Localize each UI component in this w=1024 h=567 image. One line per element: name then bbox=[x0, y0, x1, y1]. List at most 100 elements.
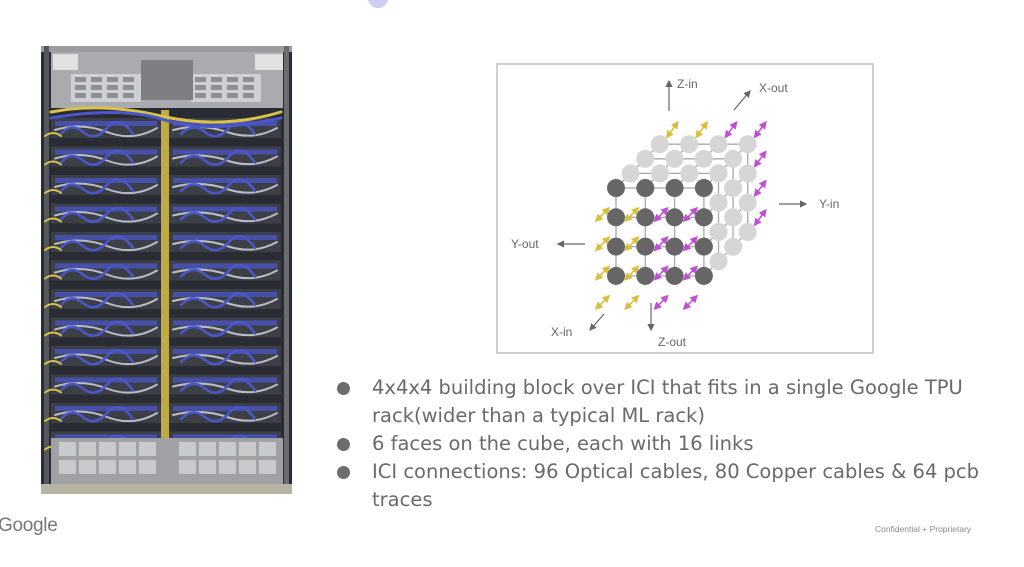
copper-connector bbox=[239, 460, 256, 474]
yellow-cable bbox=[44, 417, 62, 422]
port bbox=[91, 85, 102, 90]
tpu-node-back bbox=[709, 135, 728, 154]
bullet-item: 4x4x4 building block over ICI that fits … bbox=[336, 374, 1016, 430]
tpu-node-back bbox=[738, 164, 757, 183]
blue-port-strip bbox=[173, 292, 277, 297]
tpu-node-front bbox=[694, 237, 713, 256]
bullet-text: 6 faces on the cube, each with 16 links bbox=[372, 432, 754, 455]
port bbox=[195, 77, 206, 82]
copper-connector bbox=[79, 460, 96, 474]
tpu-node-front bbox=[636, 179, 655, 197]
blue-cable bbox=[59, 149, 135, 166]
link-arrow-icon bbox=[653, 272, 662, 281]
yellow-cable bbox=[44, 189, 62, 194]
tpu-node-back bbox=[650, 135, 669, 154]
x-in-arrow-icon bbox=[589, 313, 605, 331]
yellow-cable-bundle bbox=[161, 110, 169, 440]
link-arrow-icon bbox=[753, 129, 762, 139]
tpu-node-back bbox=[709, 223, 728, 241]
tpu-node-back bbox=[694, 149, 713, 168]
tpu-node-back bbox=[738, 223, 757, 242]
axis-x-in: X-in bbox=[551, 313, 605, 339]
link-arrow-icon bbox=[689, 294, 699, 304]
link-arrow-icon bbox=[601, 294, 611, 304]
port bbox=[91, 93, 102, 98]
blue-port-strip bbox=[55, 292, 157, 297]
yellow-cable bbox=[44, 303, 62, 308]
bullet-dot-icon bbox=[337, 382, 350, 395]
link-arrow-icon bbox=[660, 236, 669, 245]
yellow-cable bbox=[44, 388, 62, 394]
blue-port-strip bbox=[173, 263, 277, 269]
bullet-text: 4x4x4 building block over ICI that fits … bbox=[372, 376, 963, 427]
tpu-node-front bbox=[607, 237, 625, 256]
port bbox=[75, 93, 86, 98]
tpu-node-front bbox=[694, 208, 713, 227]
link-arrow-icon bbox=[660, 265, 669, 274]
link-arrow-icon bbox=[682, 242, 692, 252]
link-arrow-icon bbox=[753, 158, 762, 168]
tpu-node-back bbox=[621, 164, 640, 183]
port bbox=[123, 93, 134, 98]
x-out-label: X-out bbox=[759, 81, 788, 95]
blue-cable bbox=[179, 121, 257, 138]
copper-connector bbox=[59, 442, 76, 456]
port bbox=[195, 93, 206, 98]
axis-y-in: Y-in bbox=[779, 197, 839, 211]
copper-connector bbox=[179, 460, 196, 474]
x-out-arrow-icon bbox=[733, 90, 751, 111]
port bbox=[243, 77, 254, 82]
slide-title-faded bbox=[368, 0, 1024, 8]
copper-connector bbox=[199, 442, 216, 456]
link-arrow-icon bbox=[624, 242, 633, 252]
tpu-node-front bbox=[665, 208, 684, 227]
link-arrow-icon bbox=[724, 129, 733, 139]
link-arrow-icon bbox=[695, 129, 704, 139]
tpu-node-back bbox=[709, 193, 728, 212]
copper-connector bbox=[219, 460, 236, 474]
blue-port-strip bbox=[55, 320, 157, 326]
blue-cable bbox=[59, 121, 135, 138]
link-arrow-icon bbox=[753, 217, 762, 227]
blue-cable bbox=[179, 263, 257, 280]
copper-connector bbox=[139, 460, 156, 474]
link-arrow-icon bbox=[630, 265, 640, 274]
panel-label bbox=[255, 54, 283, 70]
port bbox=[227, 93, 238, 98]
tpu-node-back bbox=[724, 179, 743, 198]
bullet-list: 4x4x4 building block over ICI that fits … bbox=[336, 374, 1016, 514]
yellow-cable bbox=[44, 246, 62, 251]
link-arrow-icon bbox=[670, 120, 679, 131]
copper-connector bbox=[59, 460, 76, 474]
blue-cable bbox=[59, 377, 135, 394]
copper-connector bbox=[139, 442, 156, 456]
blue-cable bbox=[179, 235, 257, 252]
link-arrow-icon bbox=[630, 294, 640, 304]
x-in-label: X-in bbox=[551, 325, 572, 339]
blue-port-strip bbox=[55, 434, 157, 440]
port bbox=[107, 85, 118, 90]
blue-port-strip bbox=[173, 320, 277, 326]
link-arrow-icon bbox=[753, 187, 762, 198]
link-arrow-icon bbox=[653, 301, 662, 311]
blue-port-strip bbox=[55, 406, 157, 411]
blue-port-strip bbox=[173, 178, 277, 183]
blue-port-strip bbox=[55, 349, 157, 354]
rack-right-rail bbox=[284, 46, 289, 494]
link-arrow-icon bbox=[758, 120, 767, 131]
bullet-dot-icon bbox=[337, 466, 350, 479]
tpu-node-front bbox=[694, 266, 713, 285]
link-arrow-icon bbox=[682, 301, 692, 311]
port bbox=[195, 85, 206, 90]
tpu-node-front bbox=[694, 179, 713, 197]
tpu-node-front bbox=[665, 237, 684, 256]
tpu-node-back bbox=[738, 193, 757, 212]
link-arrow-icon bbox=[758, 150, 767, 160]
blue-port-strip bbox=[173, 406, 277, 411]
link-arrow-icon bbox=[594, 301, 604, 311]
link-arrow-icon bbox=[700, 120, 709, 131]
rack-left-rail bbox=[44, 46, 49, 494]
google-logo: Google bbox=[0, 515, 58, 536]
link-arrow-icon bbox=[758, 179, 767, 189]
blue-port-strip bbox=[55, 377, 157, 383]
